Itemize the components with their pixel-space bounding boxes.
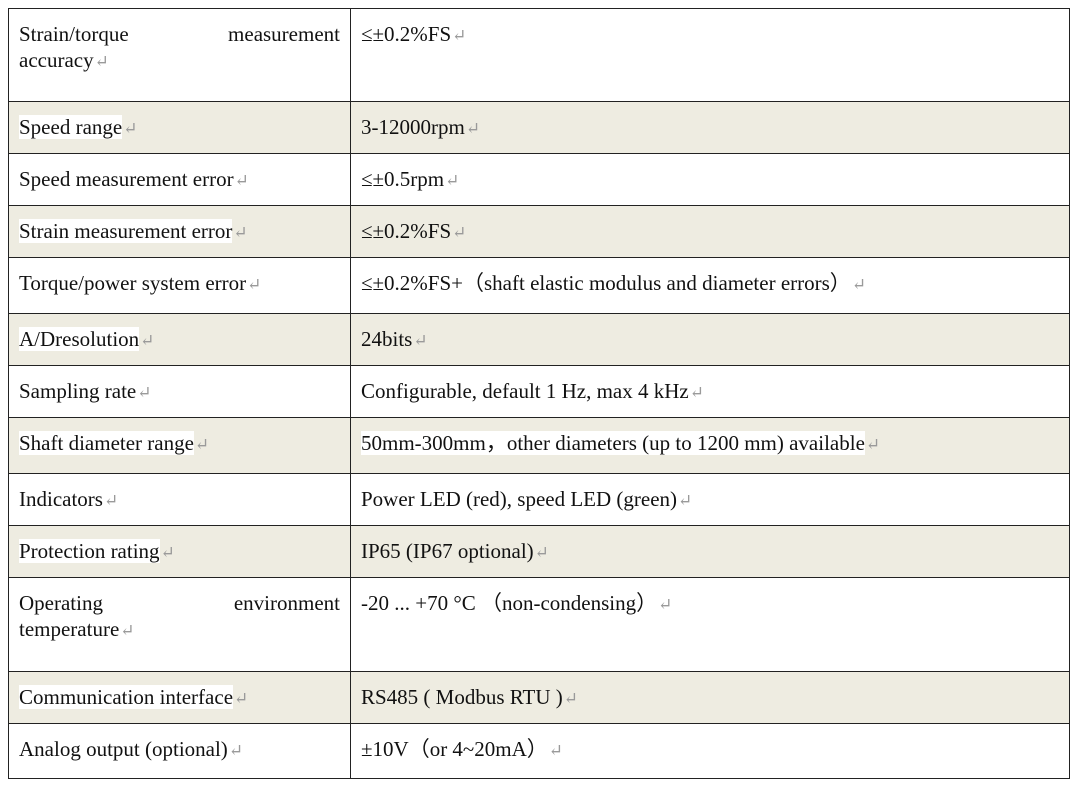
value-cell: ≤±0.2%FS↵ xyxy=(350,8,1070,102)
return-mark-icon: ↵ xyxy=(247,275,262,294)
value-text: ≤±0.2%FS xyxy=(361,219,452,243)
return-mark-icon: ↵ xyxy=(534,543,549,562)
table-row: Shaft diameter range↵ 50mm-300mm，other d… xyxy=(8,417,1070,474)
table-row: Strain measurement error↵ ≤±0.2%FS↵ xyxy=(8,205,1070,258)
value-text: IP65 (IP67 optional) xyxy=(361,539,534,563)
label-cell: Sampling rate↵ xyxy=(8,365,351,418)
value-text: Power LED (red), speed LED (green) xyxy=(361,487,678,511)
value-cell: ≤±0.2%FS+（shaft elastic modulus and diam… xyxy=(350,257,1070,314)
return-mark-icon: ↵ xyxy=(140,331,155,350)
value-cell: Configurable, default 1 Hz, max 4 kHz↵ xyxy=(350,365,1070,418)
return-mark-icon: ↵ xyxy=(548,741,564,760)
return-mark-icon: ↵ xyxy=(851,275,867,294)
value-text: 24bits xyxy=(361,327,413,351)
value-cell: Power LED (red), speed LED (green)↵ xyxy=(350,473,1070,526)
value-cell: IP65 (IP67 optional)↵ xyxy=(350,525,1070,578)
value-text: ±10V（or 4~20mA） xyxy=(361,737,548,761)
label-text: Speed range xyxy=(19,115,123,139)
return-mark-icon: ↵ xyxy=(123,119,138,138)
table-row: Speed measurement error↵ ≤±0.5rpm↵ xyxy=(8,153,1070,206)
label-text-line2: temperature xyxy=(19,617,120,641)
label-text: A/Dresolution xyxy=(19,327,140,351)
label-text: Strain measurement error xyxy=(19,219,233,243)
table-row: Indicators↵ Power LED (red), speed LED (… xyxy=(8,473,1070,526)
return-mark-icon: ↵ xyxy=(563,689,579,708)
label-text: Analog output (optional) xyxy=(19,737,228,761)
return-mark-icon: ↵ xyxy=(658,595,673,614)
label-text-line1: Operating environment xyxy=(19,591,340,615)
value-text: 50mm-300mm，other diameters (up to 1200 m… xyxy=(361,431,865,455)
return-mark-icon: ↵ xyxy=(94,52,109,71)
value-cell: ≤±0.2%FS↵ xyxy=(350,205,1070,258)
return-mark-icon: ↵ xyxy=(137,383,152,402)
return-mark-icon: ↵ xyxy=(233,223,248,242)
return-mark-icon: ↵ xyxy=(865,435,881,454)
return-mark-icon: ↵ xyxy=(194,435,210,454)
table-row: Protection rating↵ IP65 (IP67 optional)↵ xyxy=(8,525,1070,578)
value-text: RS485 ( Modbus RTU ) xyxy=(361,685,563,709)
return-mark-icon: ↵ xyxy=(103,491,119,510)
return-mark-icon: ↵ xyxy=(413,331,428,350)
table-row: Sampling rate↵ Configurable, default 1 H… xyxy=(8,365,1070,418)
return-mark-icon: ↵ xyxy=(228,741,244,760)
table-row: Analog output (optional)↵ ±10V（or 4~20mA… xyxy=(8,723,1070,779)
value-cell: RS485 ( Modbus RTU )↵ xyxy=(350,671,1070,724)
label-cell: Speed measurement error↵ xyxy=(8,153,351,206)
label-cell: Indicators↵ xyxy=(8,473,351,526)
label-cell: A/Dresolution↵ xyxy=(8,313,351,366)
label-text-line1: Strain/torque measurement xyxy=(19,22,340,46)
value-cell: -20 ... +70 °C （non-condensing）↵ xyxy=(350,577,1070,672)
return-mark-icon: ↵ xyxy=(689,383,704,402)
value-cell: 24bits↵ xyxy=(350,313,1070,366)
return-mark-icon: ↵ xyxy=(160,543,175,562)
label-cell: Torque/power system error↵ xyxy=(8,257,351,314)
label-cell: Analog output (optional)↵ xyxy=(8,723,351,779)
return-mark-icon: ↵ xyxy=(120,621,135,640)
label-cell: Communication interface↵ xyxy=(8,671,351,724)
label-cell: Speed range↵ xyxy=(8,101,351,154)
value-text: ≤±0.5rpm xyxy=(361,167,445,191)
label-text: Speed measurement error xyxy=(19,167,234,191)
value-text: ≤±0.2%FS xyxy=(361,22,452,46)
label-text: Indicators xyxy=(19,487,103,511)
label-text: Shaft diameter range xyxy=(19,431,194,455)
label-text-line2: accuracy xyxy=(19,48,94,72)
return-mark-icon: ↵ xyxy=(445,171,460,190)
table-row: Torque/power system error↵ ≤±0.2%FS+（sha… xyxy=(8,257,1070,314)
value-text: ≤±0.2%FS+（shaft elastic modulus and diam… xyxy=(361,271,851,295)
label-cell: Shaft diameter range↵ xyxy=(8,417,351,474)
label-text: Protection rating xyxy=(19,539,160,563)
return-mark-icon: ↵ xyxy=(234,689,249,708)
value-cell: ±10V（or 4~20mA）↵ xyxy=(350,723,1070,779)
label-text: Communication interface xyxy=(19,685,234,709)
return-mark-icon: ↵ xyxy=(452,26,467,45)
label-text: Torque/power system error xyxy=(19,271,247,295)
value-text: 3-12000rpm xyxy=(361,115,465,139)
label-cell: Strain measurement error↵ xyxy=(8,205,351,258)
label-cell: Protection rating↵ xyxy=(8,525,351,578)
value-text: -20 ... +70 °C （non-condensing） xyxy=(361,591,658,615)
label-text: Sampling rate xyxy=(19,379,137,403)
return-mark-icon: ↵ xyxy=(452,223,467,242)
return-mark-icon: ↵ xyxy=(465,119,481,138)
return-mark-icon: ↵ xyxy=(234,171,249,190)
return-mark-icon: ↵ xyxy=(678,491,693,510)
value-cell: ≤±0.5rpm↵ xyxy=(350,153,1070,206)
value-text: Configurable, default 1 Hz, max 4 kHz xyxy=(361,379,689,403)
table-row: Speed range↵ 3-12000rpm↵ xyxy=(8,101,1070,154)
value-cell: 3-12000rpm↵ xyxy=(350,101,1070,154)
value-cell: 50mm-300mm，other diameters (up to 1200 m… xyxy=(350,417,1070,474)
table-row: Communication interface↵ RS485 ( Modbus … xyxy=(8,671,1070,724)
table-row: A/Dresolution↵ 24bits↵ xyxy=(8,313,1070,366)
